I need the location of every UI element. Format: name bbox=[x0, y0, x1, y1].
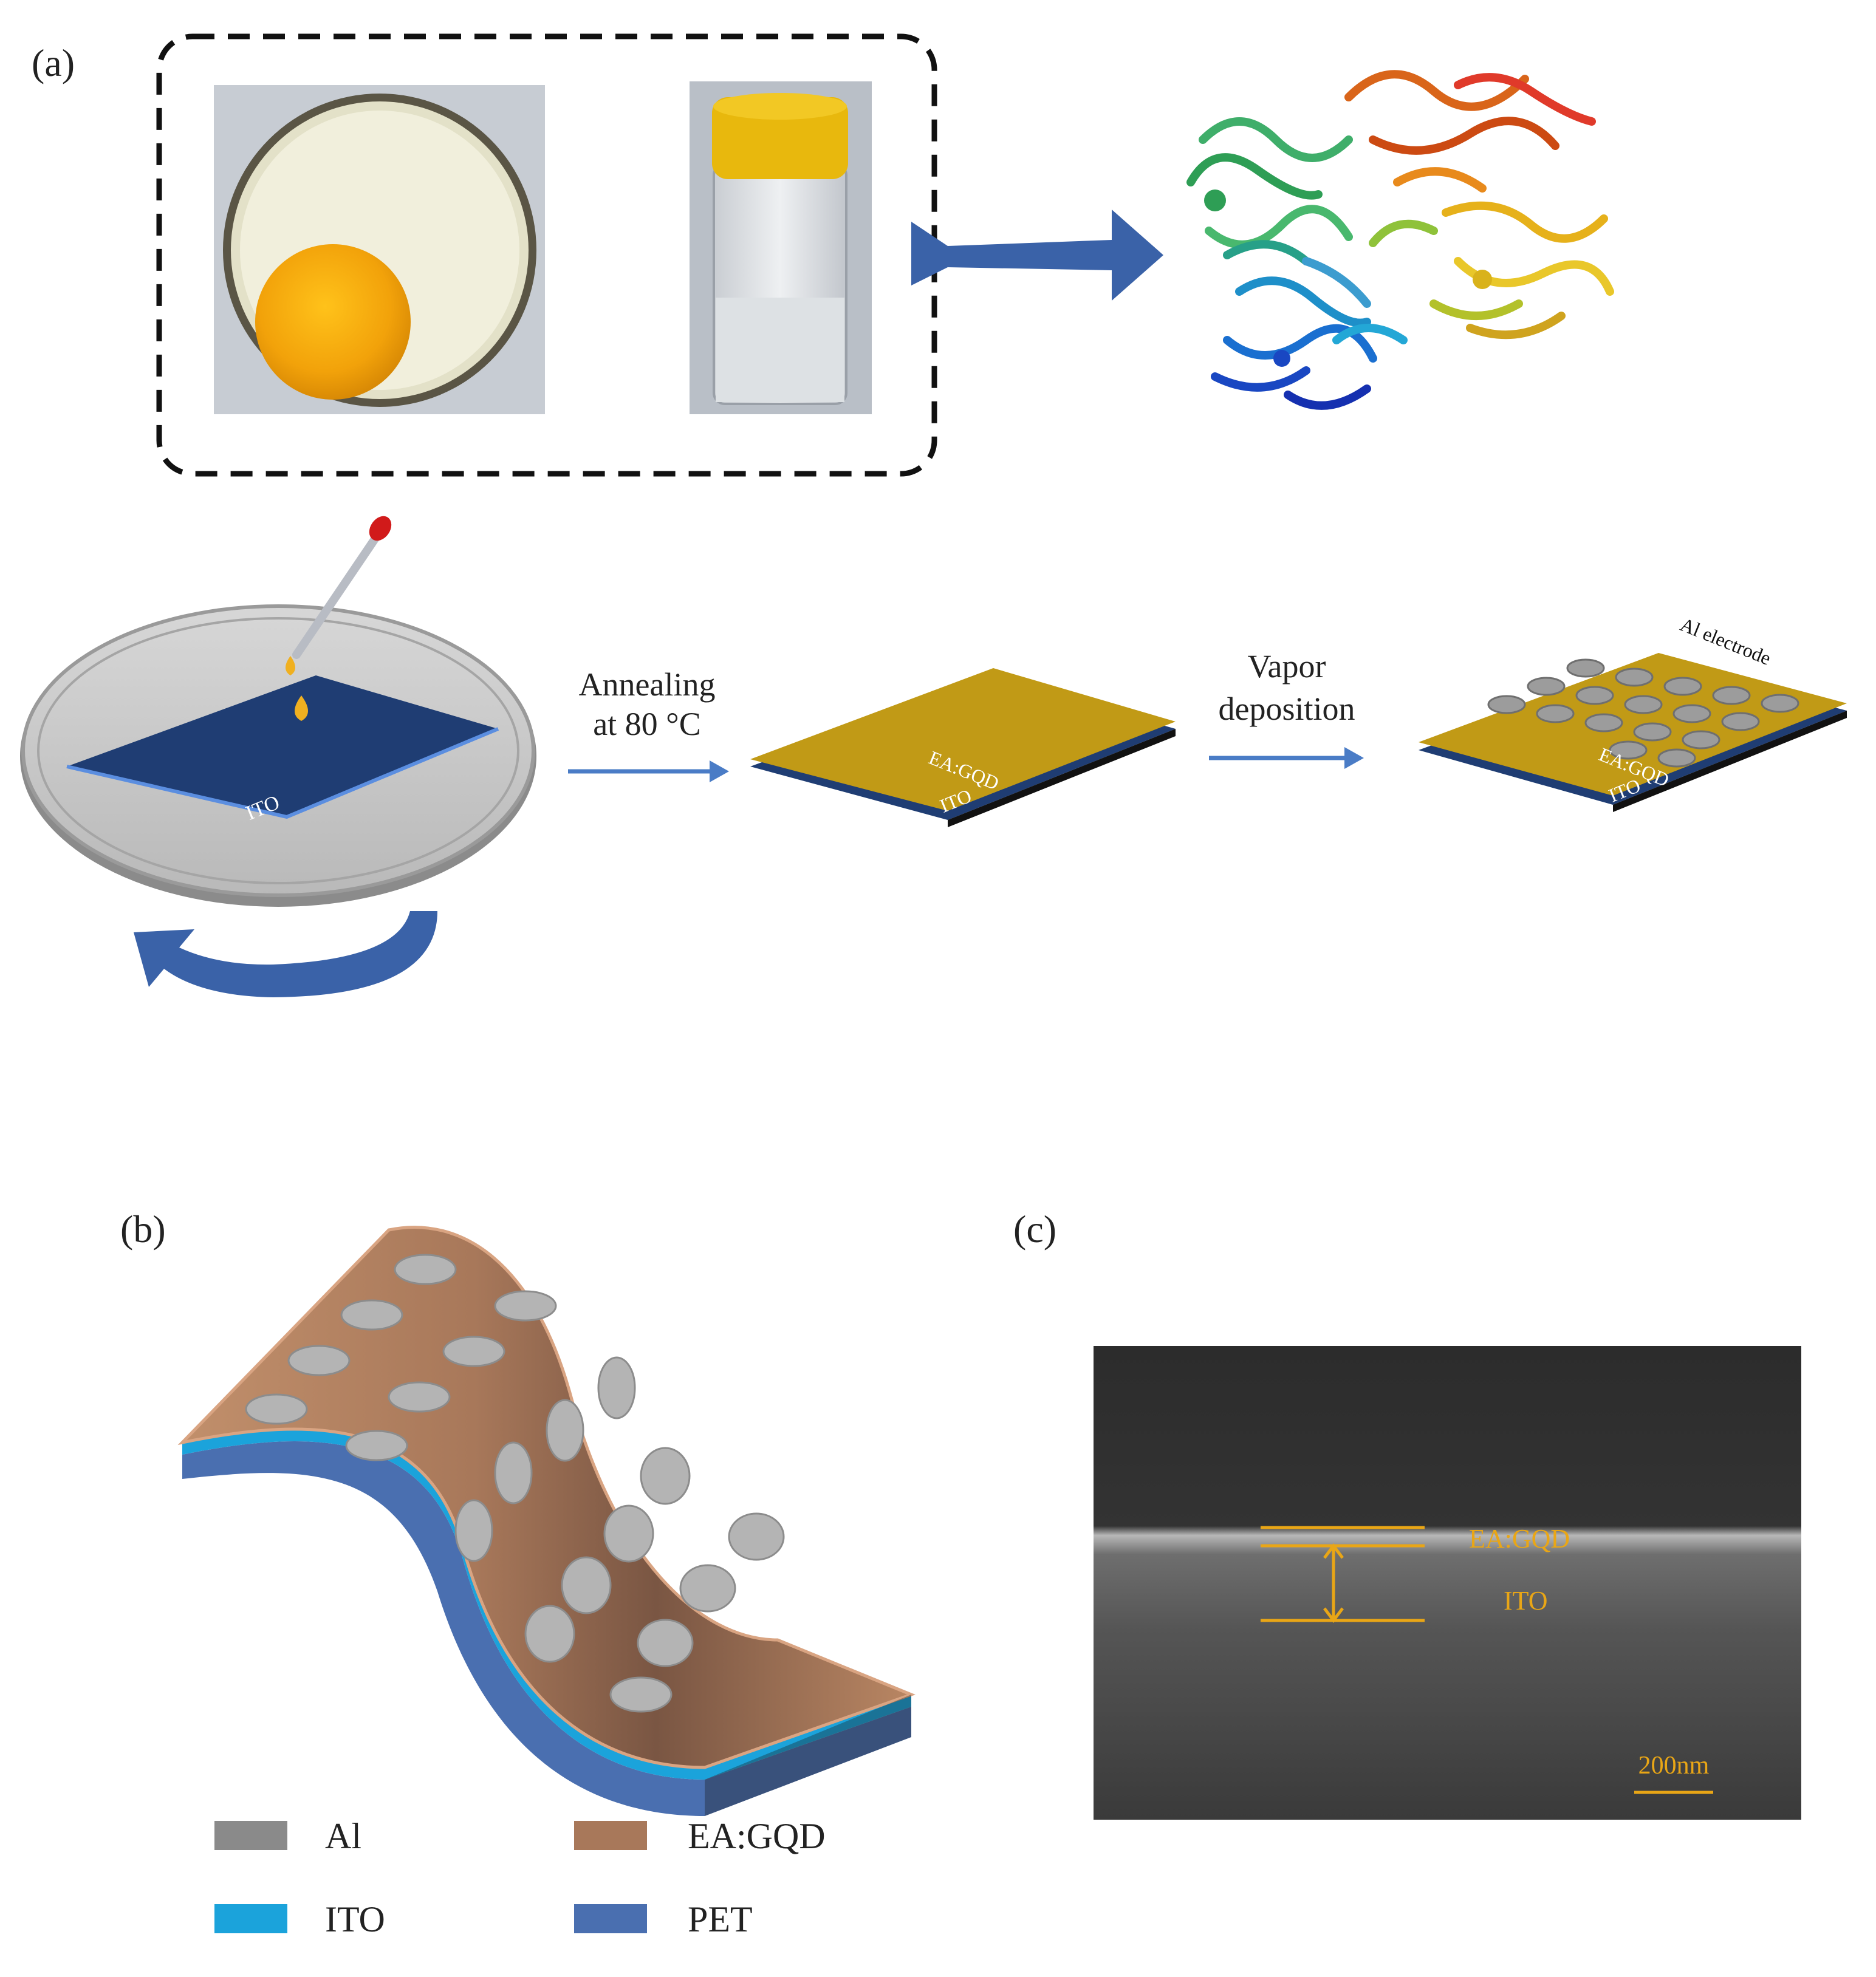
panel-a-label: (a) bbox=[32, 41, 75, 84]
step2-label-line2: deposition bbox=[1219, 691, 1355, 727]
legend-label-al: Al bbox=[325, 1816, 361, 1856]
legend-swatch-ea-gqd bbox=[574, 1821, 647, 1850]
al-electrode-array bbox=[1487, 658, 1799, 768]
droplet-icon bbox=[286, 656, 295, 675]
annealed-film-edge bbox=[948, 729, 1176, 827]
legend: Al EA:GQD ITO PET bbox=[214, 1816, 826, 1939]
legend-swatch-al bbox=[214, 1821, 287, 1850]
device-electrode-label: Al electrode bbox=[1677, 613, 1774, 669]
legend-label-pet: PET bbox=[688, 1899, 753, 1939]
legend-label-ito: ITO bbox=[325, 1899, 385, 1939]
panel-b-label: (b) bbox=[120, 1207, 166, 1251]
sem-scale-bar-label: 200nm bbox=[1638, 1752, 1710, 1780]
arrow-to-protein bbox=[911, 210, 1163, 301]
legend-swatch-pet bbox=[574, 1904, 647, 1933]
legend-label-ea-gqd: EA:GQD bbox=[688, 1816, 826, 1856]
protein-structure-image bbox=[1186, 70, 1614, 410]
droplet-icon bbox=[295, 695, 308, 721]
step2-arrowhead bbox=[1344, 747, 1364, 769]
step1-arrowhead bbox=[710, 760, 729, 782]
step1-label-line2: at 80 °C bbox=[593, 706, 701, 742]
legend-swatch-ito bbox=[214, 1904, 287, 1933]
panel-c-label: (c) bbox=[1013, 1207, 1056, 1251]
ito-substrate bbox=[67, 675, 498, 817]
rotation-arrow-icon bbox=[134, 911, 437, 997]
annealed-film-gold bbox=[750, 668, 1176, 811]
vial-photo bbox=[690, 81, 872, 414]
photo-group-dashed-border bbox=[156, 33, 937, 477]
ito-substrate-edge bbox=[66, 727, 499, 819]
device-edge bbox=[1613, 711, 1847, 812]
sem-annotations bbox=[1261, 1526, 1713, 1794]
sem-image bbox=[1094, 1346, 1801, 1820]
sem-layer-bottom-label: ITO bbox=[1504, 1586, 1548, 1616]
egg-dish-photo bbox=[214, 85, 545, 414]
sem-layer-top-label: EA:GQD bbox=[1469, 1524, 1570, 1554]
pipette-bulb bbox=[369, 516, 392, 541]
step1-label-line1: Annealing bbox=[579, 666, 716, 703]
pipette bbox=[292, 530, 382, 659]
step2-label-line1: Vapor bbox=[1248, 648, 1326, 685]
flexible-device-illustration bbox=[177, 1226, 916, 1816]
